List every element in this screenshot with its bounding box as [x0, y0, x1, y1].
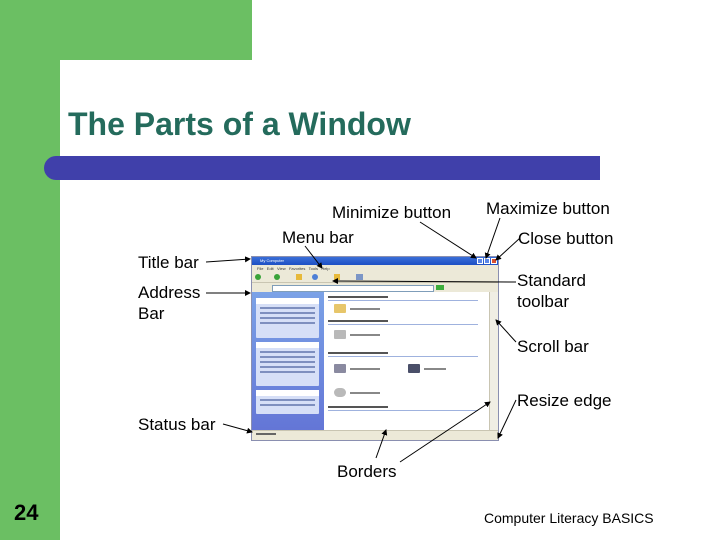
slide-title: The Parts of a Window	[68, 106, 411, 142]
search-icon	[312, 274, 318, 280]
label-scroll-bar: Scroll bar	[517, 337, 589, 356]
address-field	[272, 285, 434, 292]
drive-label	[350, 392, 380, 394]
task-box-system	[256, 298, 319, 338]
window-content-area	[324, 292, 492, 432]
label-maximize-button: Maximize button	[486, 199, 610, 218]
label-standard-toolbar: Standard toolbar	[517, 270, 586, 312]
green-corner-block	[0, 0, 252, 60]
drive-label	[350, 368, 380, 370]
window-title-bar: My Computer	[252, 257, 498, 265]
content-section-header	[328, 296, 478, 301]
window-title-text: My Computer	[260, 258, 285, 263]
window-task-pane	[252, 292, 324, 432]
task-box-details	[256, 390, 319, 414]
label-minimize-button: Minimize button	[332, 203, 452, 222]
back-icon	[255, 274, 261, 280]
forward-icon	[274, 274, 280, 280]
window-standard-toolbar	[252, 272, 498, 283]
label-address-bar-line2: Bar	[138, 304, 165, 323]
label-address-bar: Address Bar	[138, 282, 200, 324]
label-status-bar: Status bar	[138, 415, 216, 434]
label-standard-toolbar-line1: Standard	[517, 271, 586, 290]
floppy-drive-icon	[334, 364, 346, 373]
task-box-other-places	[256, 342, 319, 386]
hard-drive-icon	[334, 330, 346, 339]
label-borders: Borders	[337, 462, 397, 481]
up-folder-icon	[296, 274, 302, 280]
drive-label	[424, 368, 446, 370]
close-icon	[491, 258, 497, 264]
label-close-button: Close button	[518, 229, 614, 248]
go-icon	[436, 285, 444, 290]
green-side-panel	[0, 0, 60, 540]
folders-icon	[334, 274, 340, 280]
folder-label	[350, 308, 380, 310]
cd-drive-icon	[334, 388, 346, 397]
removable-drive-icon	[408, 364, 420, 373]
label-resize-edge: Resize edge	[517, 391, 612, 410]
views-icon	[356, 274, 363, 280]
footer-text: Computer Literacy BASICS	[484, 510, 654, 526]
label-title-bar: Title bar	[138, 253, 199, 272]
minimize-icon	[477, 258, 483, 264]
drive-label	[350, 334, 380, 336]
status-text	[256, 433, 276, 435]
slide-number: 24	[14, 500, 39, 525]
maximize-icon	[484, 258, 490, 264]
window-status-bar	[252, 430, 498, 440]
title-underline-bar	[44, 156, 600, 180]
content-section-header	[328, 406, 478, 411]
window-scroll-bar	[489, 292, 498, 432]
label-standard-toolbar-line2: toolbar	[517, 292, 569, 311]
folder-icon	[334, 304, 346, 313]
window-screenshot: My Computer File Edit View Favorites Too…	[251, 256, 499, 441]
content-section-header	[328, 320, 478, 325]
window-menu-items: File Edit View Favorites Tools Help	[257, 266, 330, 271]
content-section-header	[328, 352, 478, 357]
label-menu-bar: Menu bar	[282, 228, 354, 247]
label-address-bar-line1: Address	[138, 283, 201, 302]
